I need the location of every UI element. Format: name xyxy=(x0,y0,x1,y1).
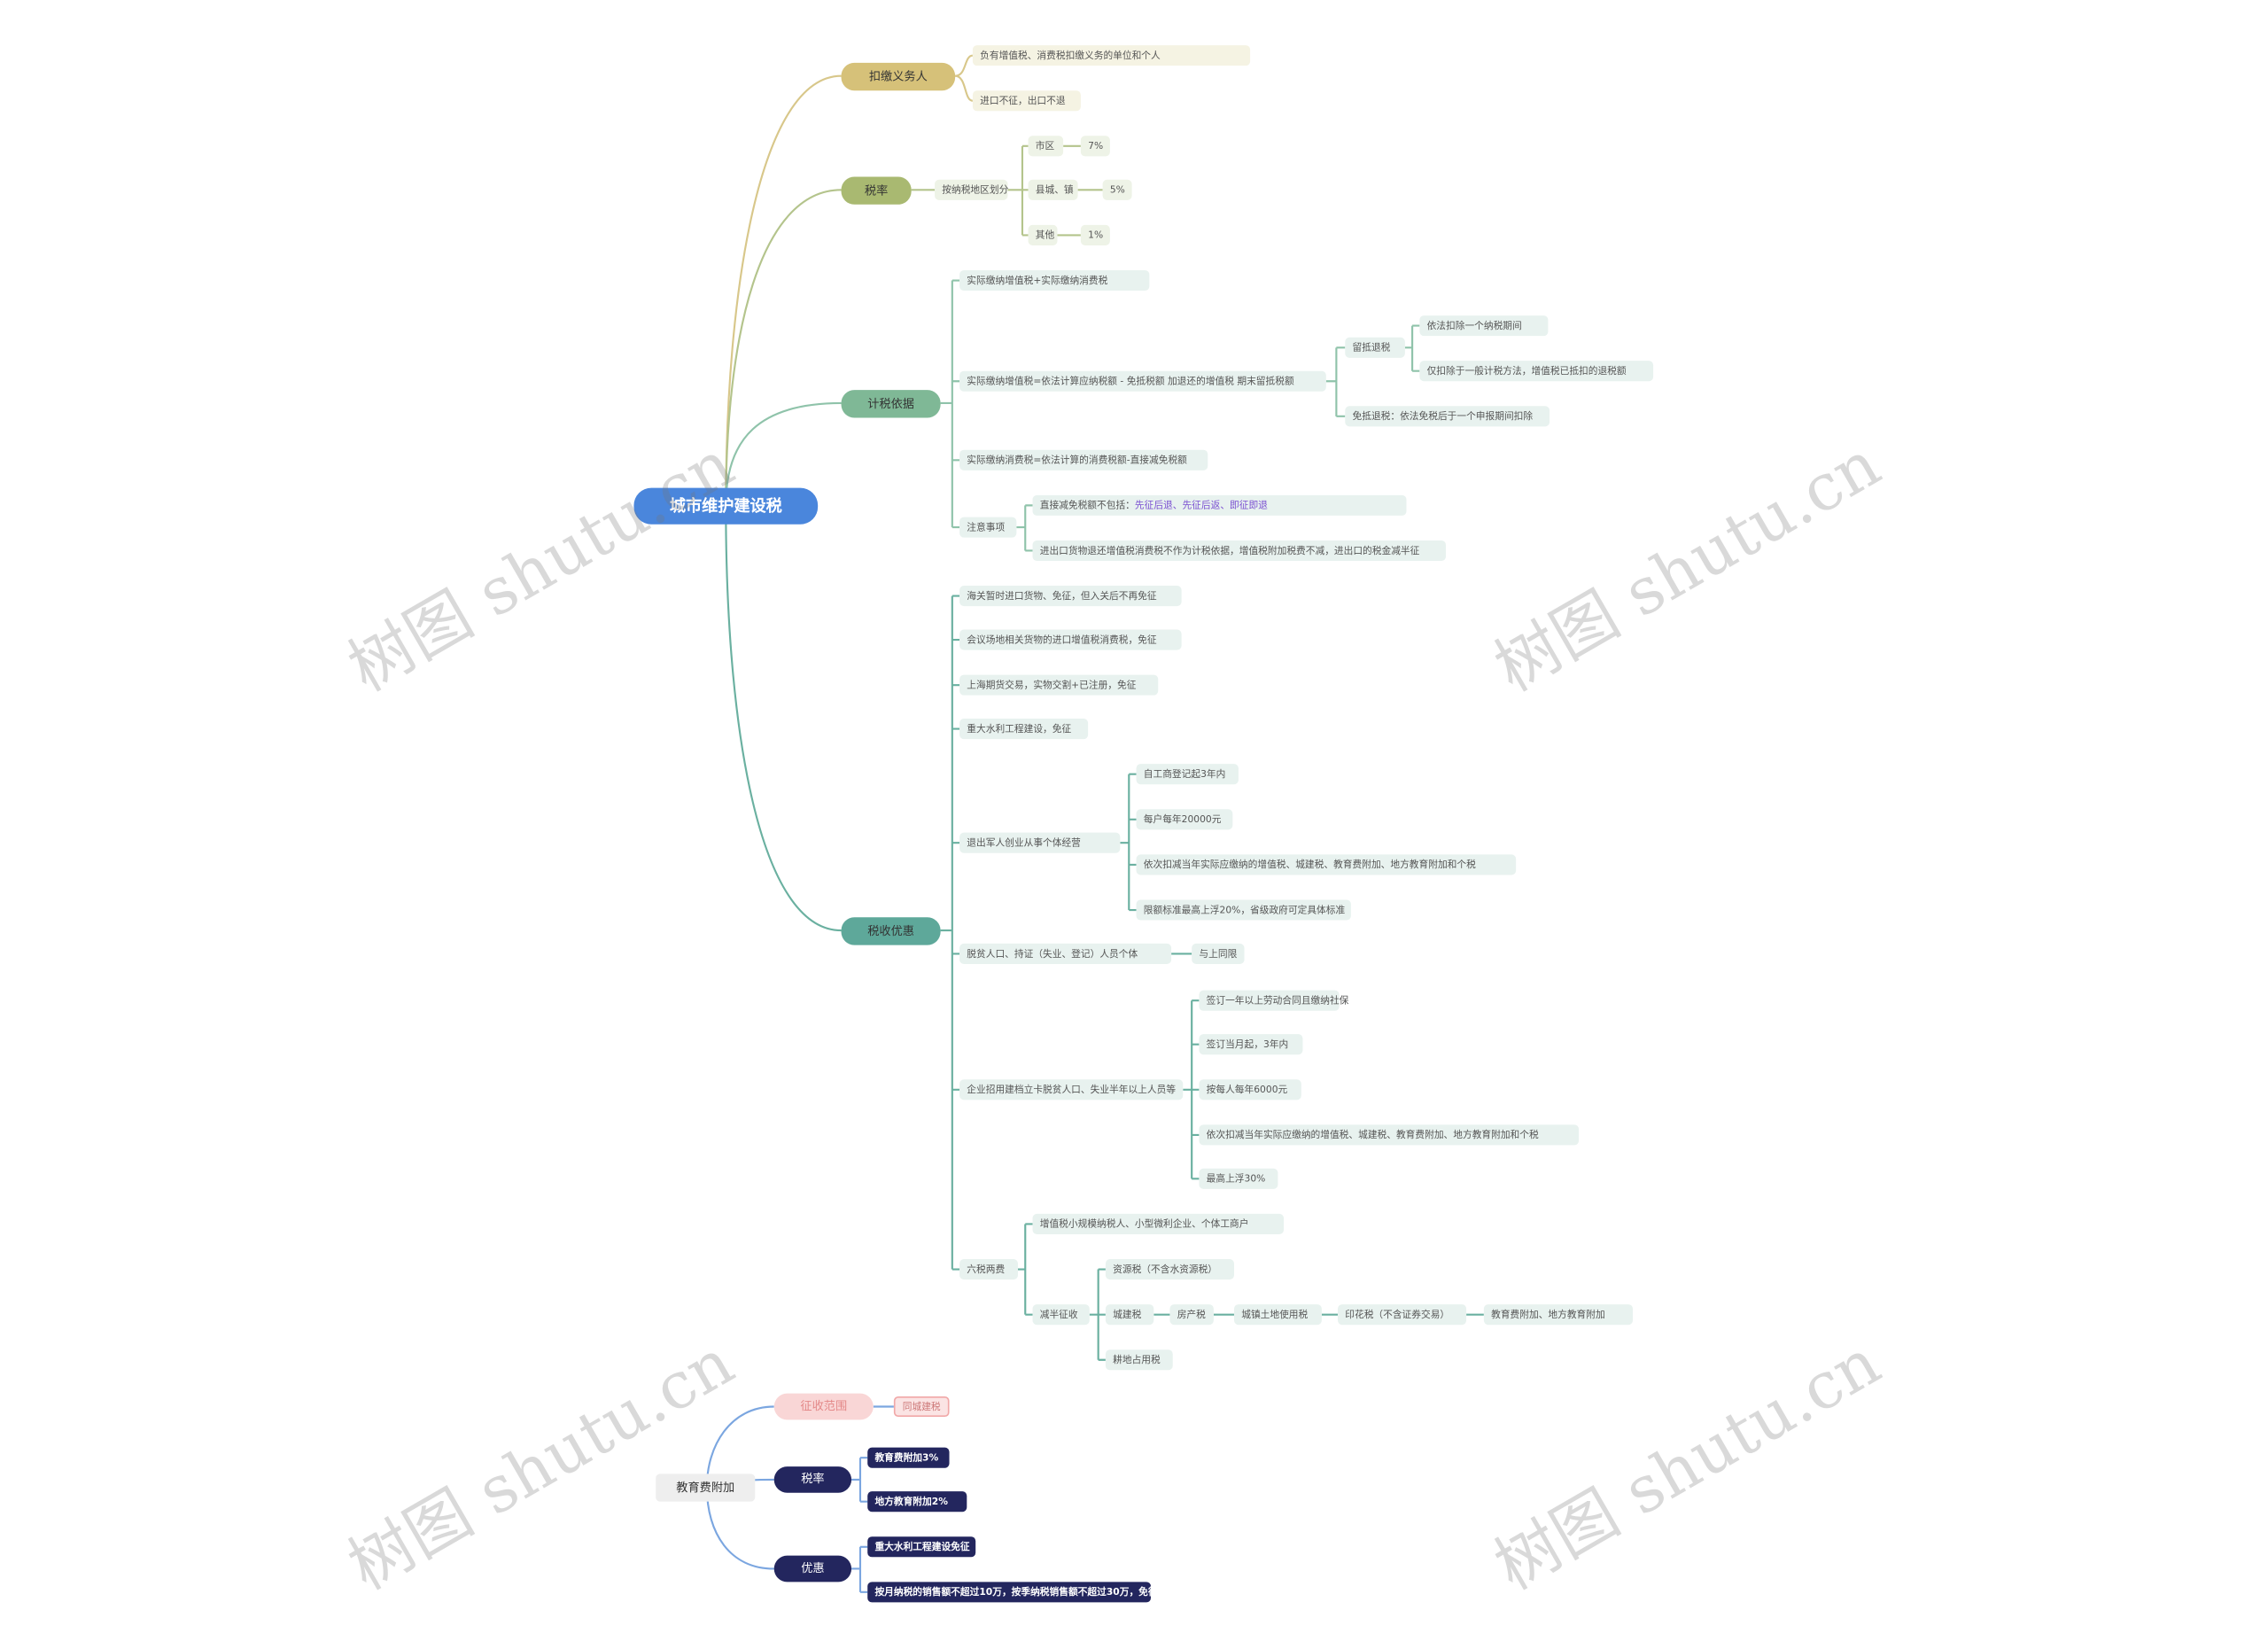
six-taxes-item: 耕地占用税 xyxy=(1105,1349,1173,1371)
six-taxes-item: 教育费附加、地方教育附加 xyxy=(1483,1304,1634,1326)
six-taxes-item: 房产税 xyxy=(1169,1304,1214,1326)
six-taxes-group: 六税两费 xyxy=(959,1259,1019,1280)
veteran-detail: 每户每年20000元 xyxy=(1136,809,1233,830)
basis-item: 实际缴纳消费税=依法计算的消费税额-直接减免税额 xyxy=(959,449,1208,470)
poverty-group: 脱贫人口、持证（失业、登记）人员个体 xyxy=(959,943,1172,965)
rate-basis: 按纳税地区划分 xyxy=(935,179,1008,200)
employer-detail: 依次扣减当年实际应缴纳的增值税、城建税、教育费附加、地方教育附加和个税 xyxy=(1199,1124,1580,1146)
withholding-item: 负有增值税、消费税扣缴义务的单位和个人 xyxy=(972,45,1251,66)
edu-rate-item: 教育费附加3% xyxy=(867,1447,950,1468)
incentive-item: 重大水利工程建设，免征 xyxy=(959,719,1089,740)
edu-branch-incentive[interactable]: 优惠 xyxy=(773,1555,852,1582)
veteran-group: 退出军人创业从事个体经营 xyxy=(959,832,1121,853)
rate-value: 5% xyxy=(1102,179,1132,200)
six-taxes-item: 印花税（不含证券交易） xyxy=(1338,1304,1467,1326)
employer-group: 企业招用建档立卡脱贫人口、失业半年以上人员等 xyxy=(959,1079,1184,1100)
branch-withholding[interactable]: 扣缴义务人 xyxy=(841,62,956,91)
edu-incentive-item: 重大水利工程建设免征 xyxy=(867,1536,976,1558)
incentive-item: 海关暂时进口货物、免征，但入关后不再免征 xyxy=(959,586,1182,607)
edu-scope-detail: 同城建税 xyxy=(893,1396,950,1418)
education-surcharge-root[interactable]: 教育费附加 xyxy=(656,1474,756,1502)
basis-item: 实际缴纳增值税=依法计算应纳税额 - 免抵税额 加退还的增值税 期末留抵税额 xyxy=(959,370,1326,392)
employer-detail: 签订当月起，3年内 xyxy=(1199,1034,1303,1055)
six-taxes-item: 资源税（不含水资源税） xyxy=(1105,1259,1234,1280)
employer-detail: 最高上浮30% xyxy=(1199,1168,1278,1189)
veteran-detail: 依次扣减当年实际应缴纳的增值税、城建税、教育费附加、地方教育附加和个税 xyxy=(1136,854,1517,875)
branch-tax-incentives[interactable]: 税收优惠 xyxy=(841,917,941,945)
basis-item: 实际缴纳增值税+实际缴纳消费税 xyxy=(959,269,1150,292)
note-item: 直接减免税额不包括： 先征后退、先征后返、即征即退 xyxy=(1032,494,1407,516)
incentive-item: 会议场地相关货物的进口增值税消费税，免征 xyxy=(959,629,1182,650)
rate-value: 1% xyxy=(1080,224,1110,245)
basis-subitem: 留抵退税 xyxy=(1345,337,1405,358)
basis-detail: 依法扣除一个纳税期间 xyxy=(1419,315,1549,337)
branch-tax-rate[interactable]: 税率 xyxy=(841,176,912,205)
veteran-detail: 限额标准最高上浮20%，省级政府可定具体标准 xyxy=(1136,899,1351,921)
poverty-detail: 与上同限 xyxy=(1192,943,1245,965)
edu-incentive-item: 按月纳税的销售额不超过10万，按季纳税销售额不超过30万，免征 xyxy=(867,1582,1158,1603)
withholding-item: 进口不征，出口不退 xyxy=(972,90,1081,112)
basis-subitem: 免抵退税：依法免税后于一个申报期间扣除 xyxy=(1345,406,1550,427)
note-item: 进出口货物退还增值税消费税不作为计税依据，增值税附加税费不减，进出口的税金减半征 xyxy=(1032,540,1447,562)
employer-detail: 签订一年以上劳动合同且缴纳社保 xyxy=(1199,990,1348,1011)
note-highlight: 先征后退、先征后返、即征即退 xyxy=(1134,499,1268,511)
basis-detail: 仅扣除于一般计税方法，增值税已抵扣的退税额 xyxy=(1419,361,1654,382)
rate-area: 县城、镇 xyxy=(1028,179,1078,200)
edu-branch-rate[interactable]: 税率 xyxy=(773,1466,852,1493)
incentive-item: 上海期货交易，实物交割+已注册，免征 xyxy=(959,674,1159,696)
rate-area: 市区 xyxy=(1028,136,1064,157)
six-taxes-item: 城建税 xyxy=(1105,1304,1154,1326)
edu-rate-item: 地方教育附加2% xyxy=(867,1491,967,1512)
employer-detail: 按每人每年6000元 xyxy=(1199,1079,1301,1100)
rate-value: 7% xyxy=(1080,136,1110,157)
notes-label: 注意事项 xyxy=(959,517,1017,538)
six-taxes-scope: 增值税小规模纳税人、小型微利企业、个体工商户 xyxy=(1032,1213,1285,1234)
rate-area: 其他 xyxy=(1028,224,1058,245)
six-taxes-item: 城镇土地使用税 xyxy=(1233,1304,1322,1326)
root-node[interactable]: 城市维护建设税 xyxy=(633,487,819,525)
note-prefix: 直接减免税额不包括： xyxy=(1039,499,1135,511)
branch-tax-basis[interactable]: 计税依据 xyxy=(841,390,941,418)
six-taxes-halving: 减半征收 xyxy=(1032,1304,1090,1326)
veteran-detail: 自工商登记起3年内 xyxy=(1136,764,1239,785)
edu-branch-scope[interactable]: 征收范围 xyxy=(773,1393,874,1420)
